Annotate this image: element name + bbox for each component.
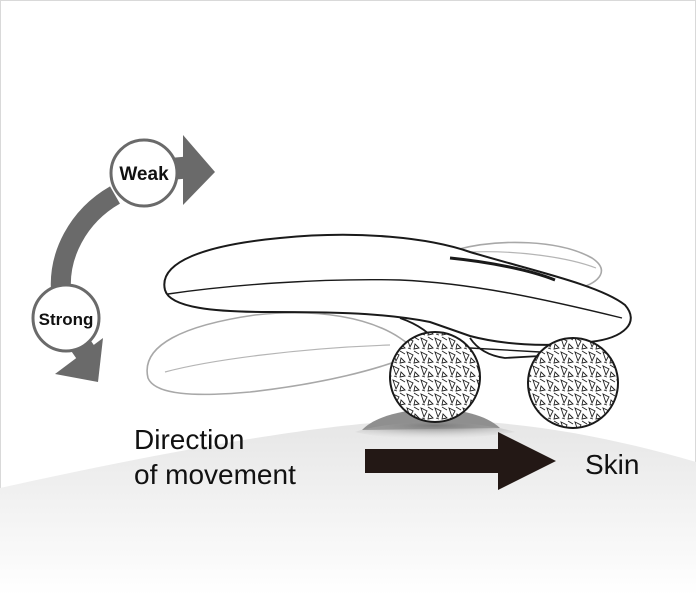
skin-surface [0,420,696,595]
strong-indicator: Strong [31,283,101,353]
skin-label: Skin [585,449,639,480]
direction-label-line1: Direction [134,424,244,455]
roller-front [389,331,481,423]
weak-arrowhead [183,135,215,205]
ghost-device-front [146,311,422,396]
weak-label: Weak [119,164,169,185]
direction-arrow [365,432,556,490]
device-body [163,233,632,346]
weak-indicator: Weak [109,138,179,208]
strong-label: Strong [39,310,94,329]
roller-back [527,337,619,429]
direction-label-line2: of movement [134,459,296,490]
